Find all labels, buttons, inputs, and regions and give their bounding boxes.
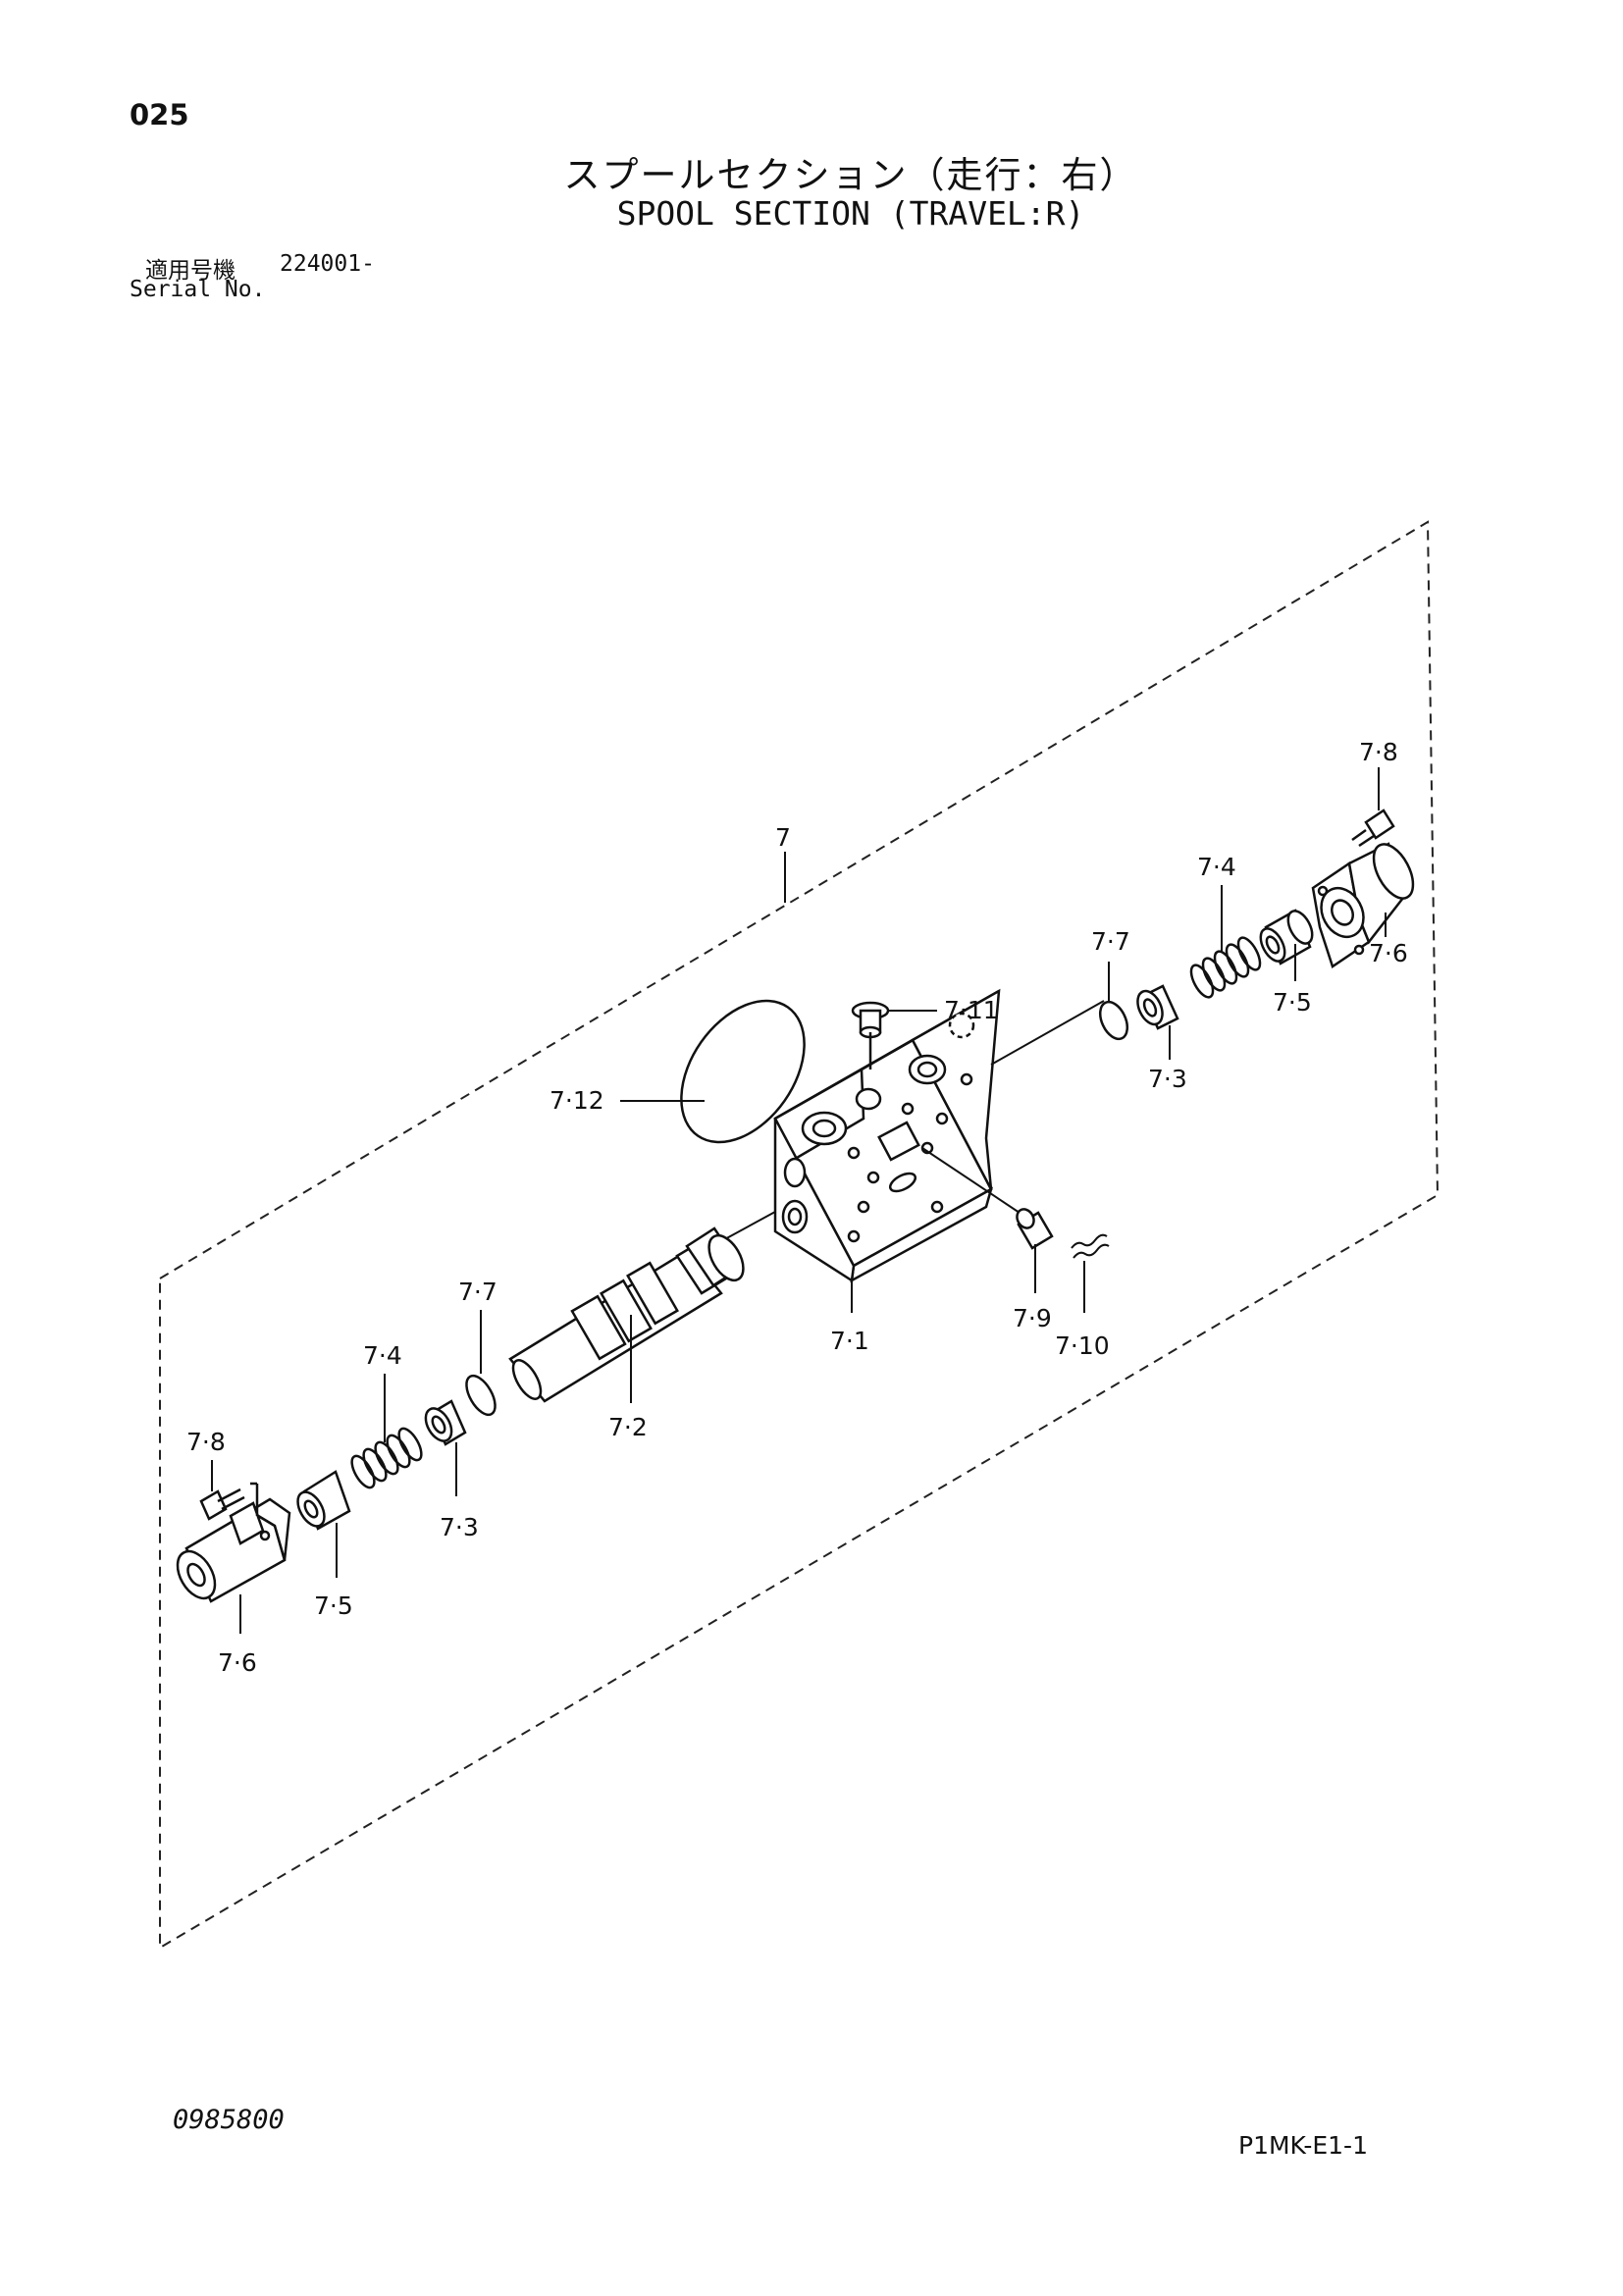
- callout-spool: 7·2: [608, 1413, 648, 1441]
- callout-cover-right: 7·6: [1369, 939, 1408, 967]
- callout-bolt-right: 7·8: [1359, 738, 1398, 766]
- callout-o-ring-left: 7·7: [458, 1278, 497, 1306]
- seat-left: [296, 1470, 351, 1531]
- cover-left: [176, 1497, 291, 1603]
- callout-spring-left: 7·4: [363, 1341, 402, 1370]
- small-plug: [1016, 1208, 1054, 1250]
- serial-label-japanese: 適用号機: [145, 258, 236, 284]
- axis-line-right: [990, 1000, 1105, 1066]
- o-ring-right: [1098, 1000, 1129, 1041]
- cap-right: [1136, 984, 1179, 1030]
- axis-line-left: [720, 1211, 776, 1242]
- page-title-japanese: スプールセクション（走行：右）: [563, 154, 1138, 196]
- callout-seat-left: 7·5: [314, 1592, 353, 1620]
- page-code: P1MK-E1-1: [1238, 2131, 1368, 2160]
- callout-assembly: 7: [775, 823, 791, 852]
- callout-cap-right: 7·3: [1148, 1065, 1187, 1093]
- large-o-ring: [680, 999, 806, 1144]
- serial-label-english: Serial No.: [130, 277, 266, 302]
- spring-right: [1189, 936, 1262, 999]
- callout-cap-left: 7·3: [440, 1513, 479, 1541]
- axis-line-plug: [921, 1147, 1026, 1218]
- bolt-left: [199, 1482, 259, 1521]
- callout-seat-right: 7·5: [1273, 988, 1312, 1017]
- valve-body-housing: [773, 988, 1001, 1283]
- callout-o-ring-right: 7·7: [1091, 927, 1130, 956]
- callout-top-plug: 7·11: [944, 996, 999, 1024]
- page-number: 025: [130, 98, 189, 131]
- callout-small-plug: 7·9: [1013, 1304, 1052, 1332]
- callout-spring-right: 7·4: [1197, 853, 1236, 881]
- spool-shaft: [508, 1226, 745, 1403]
- cover-right: [1311, 842, 1415, 968]
- callout-small-spring: 7·10: [1055, 1331, 1110, 1360]
- spring-left: [350, 1427, 423, 1489]
- assembly-boundary: [159, 520, 1440, 1950]
- document-number: 0985800: [173, 2105, 285, 2135]
- callout-large-oring: 7·12: [550, 1086, 604, 1115]
- page-title-english: SPOOL SECTION (TRAVEL:R): [616, 194, 1085, 233]
- bolt-right: [1351, 809, 1395, 848]
- serial-number-value: 224001-: [280, 251, 375, 277]
- o-ring-left: [465, 1374, 497, 1417]
- callout-bolt-left: 7·8: [186, 1428, 226, 1456]
- small-spring: [1071, 1233, 1110, 1259]
- seat-right: [1259, 909, 1314, 965]
- cap-left: [424, 1399, 467, 1446]
- top-plug: [851, 1001, 890, 1070]
- callout-cover-left: 7·6: [218, 1648, 257, 1677]
- callout-housing: 7·1: [830, 1327, 869, 1355]
